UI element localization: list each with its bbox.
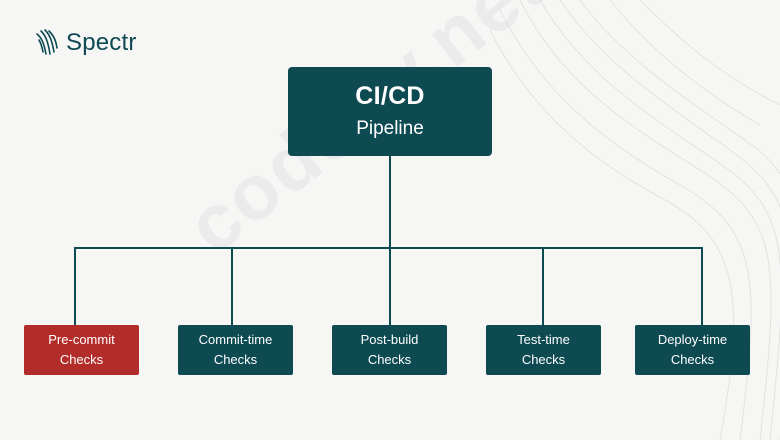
- node-label-line2: Checks: [367, 352, 412, 367]
- node-pre-commit-checks: Pre-commit Checks: [24, 325, 139, 375]
- node-label-line2: Checks: [213, 352, 258, 367]
- node-commit-time-checks: Commit-time Checks: [178, 325, 293, 375]
- brand-logo: Spectr: [34, 28, 137, 58]
- node-label-line2: Checks: [670, 352, 715, 367]
- node-post-build-checks: Post-build Checks: [332, 325, 447, 375]
- root-node-subtitle: Pipeline: [356, 117, 424, 139]
- node-label-line1: Pre-commit: [48, 332, 115, 347]
- brand-name: Spectr: [66, 29, 137, 56]
- node-label-line1: Post-build: [360, 332, 419, 347]
- node-deploy-time-checks: Deploy-time Checks: [635, 325, 750, 375]
- node-label-line2: Checks: [59, 352, 104, 367]
- node-label-line1: Deploy-time: [657, 332, 728, 347]
- spectr-logo-icon: [36, 29, 58, 55]
- root-node-title: CI/CD: [355, 81, 425, 110]
- node-label-line1: Test-time: [517, 332, 570, 347]
- node-label-line2: Checks: [521, 352, 566, 367]
- node-test-time-checks: Test-time Checks: [486, 325, 601, 375]
- node-label-line1: Commit-time: [198, 332, 273, 347]
- root-node-ci-cd: CI/CD Pipeline: [288, 67, 492, 156]
